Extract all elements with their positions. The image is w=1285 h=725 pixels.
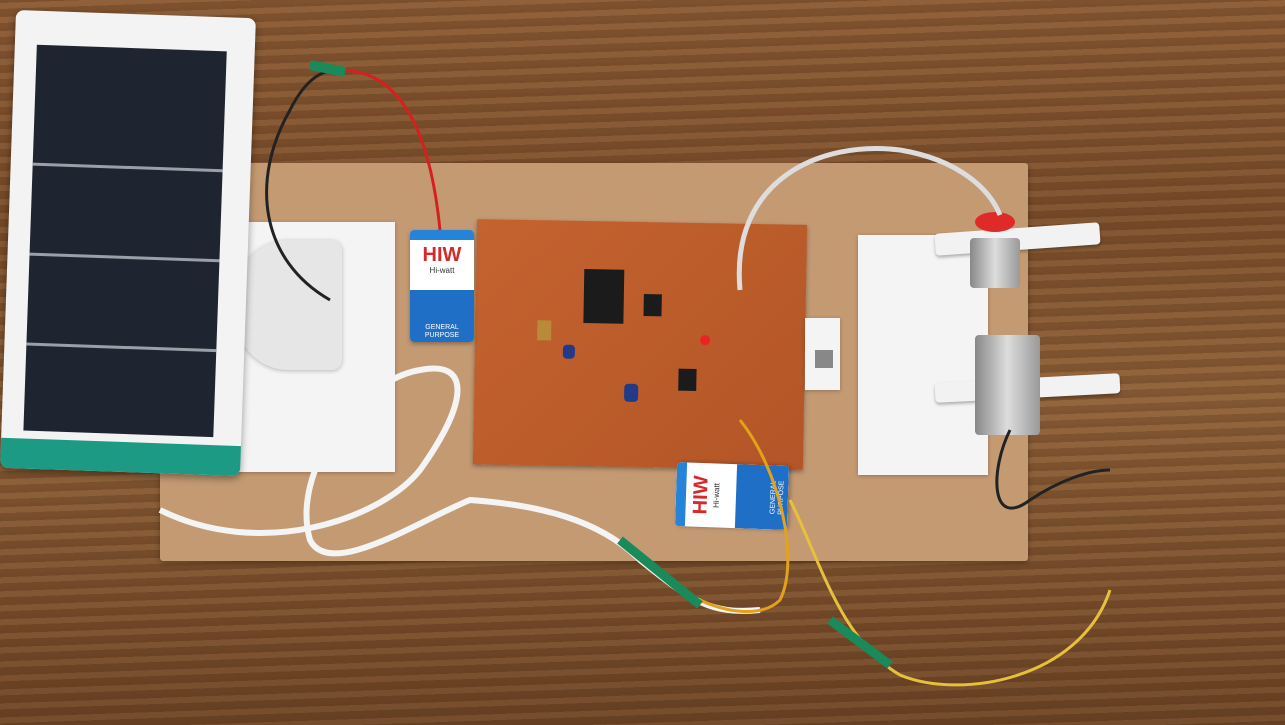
- battery-brand-logo: HIW: [410, 244, 474, 266]
- battery-9v-top: HIW Hi-watt GENERAL PURPOSE: [410, 230, 474, 342]
- battery-model: Hi-watt: [429, 266, 455, 275]
- brand: HIW: [422, 244, 462, 266]
- paper-stand-right: [858, 235, 988, 475]
- battery-label: GENERAL PURPOSE: [424, 324, 460, 339]
- switch: [815, 350, 833, 368]
- dc-motor: [970, 238, 1020, 288]
- dc-motor: [975, 335, 1040, 435]
- motor-gear: [975, 212, 1015, 232]
